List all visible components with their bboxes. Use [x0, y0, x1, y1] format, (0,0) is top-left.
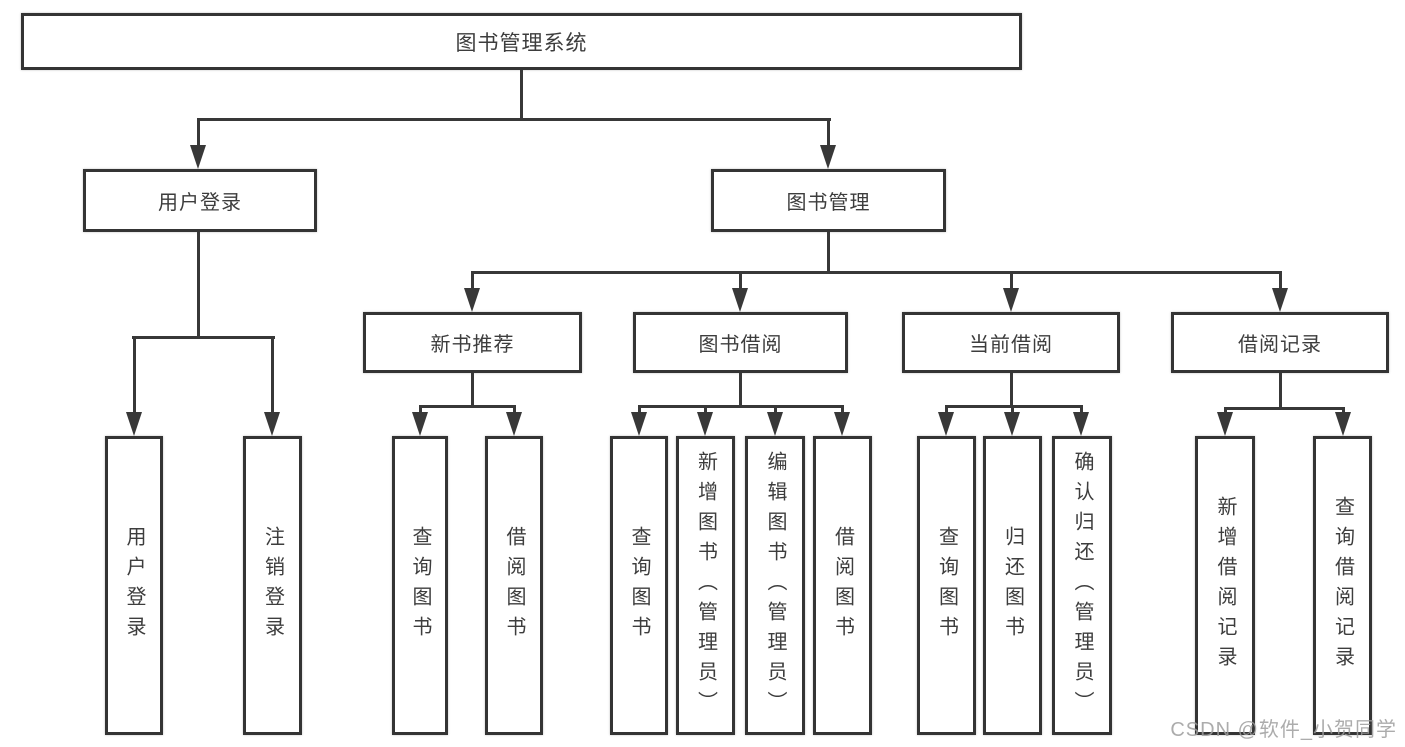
node-borrow-records: 借阅记录: [1171, 312, 1389, 373]
edge-drop-book-borrow: [739, 271, 742, 291]
edge-records-bus: [1224, 407, 1344, 410]
edge-drop-cb-return: [1011, 405, 1014, 415]
node-label: 编辑图书（管理员）: [764, 450, 786, 721]
leaf-borrow-query-book: 查询图书: [610, 436, 668, 735]
node-label: 查询图书: [935, 525, 958, 646]
leaf-user-login: 用户登录: [105, 436, 163, 735]
edge-drop-borrow-records: [1279, 271, 1282, 291]
arrowhead-current-borrow: [1003, 288, 1019, 312]
node-label: 借阅图书: [503, 525, 525, 646]
node-user-login: 用户登录: [83, 169, 317, 232]
arrowhead-cb-query: [938, 412, 954, 436]
edge-drop-book-management: [827, 118, 830, 148]
leaf-logout: 注销登录: [243, 436, 302, 735]
arrowhead-book-management: [820, 145, 836, 169]
node-book-management: 图书管理: [711, 169, 946, 232]
arrowhead-book-borrow: [732, 288, 748, 312]
edge-root-stem: [520, 70, 523, 118]
node-label: 借阅图书: [831, 525, 854, 646]
arrowhead-bb-borrow: [834, 412, 850, 436]
edge-drop-bb-borrow: [841, 405, 844, 415]
edge-userlogin-stem: [197, 232, 200, 336]
node-root-library-system: 图书管理系统: [21, 13, 1022, 70]
leaf-current-query-book: 查询图书: [917, 436, 976, 735]
node-book-borrow: 图书借阅: [633, 312, 848, 373]
edge-bookborrow-bus: [638, 405, 844, 408]
node-label: 确认归还（管理员）: [1071, 450, 1093, 721]
arrowhead-bb-add: [697, 412, 713, 436]
edge-drop-cb-query: [945, 405, 948, 415]
edge-drop-leaf-logout: [271, 336, 274, 414]
edge-level3-bus: [471, 271, 1282, 274]
leaf-query-borrow-record: 查询借阅记录: [1313, 436, 1372, 735]
leaf-newbooks-borrow-book: 借阅图书: [485, 436, 543, 735]
edge-drop-rec-add: [1224, 407, 1227, 415]
node-label: 归还图书: [1001, 525, 1024, 646]
leaf-return-book: 归还图书: [983, 436, 1042, 735]
edge-drop-newbooks-query: [419, 405, 422, 415]
leaf-add-borrow-record: 新增借阅记录: [1195, 436, 1255, 735]
arrowhead-newbooks-query: [412, 412, 428, 436]
node-label: 查询图书: [409, 525, 431, 646]
arrowhead-leaf-login: [126, 412, 142, 436]
csdn-watermark: CSDN @软件_小贺同学: [1170, 719, 1397, 741]
edge-newbooks-bus: [419, 405, 516, 408]
arrowhead-user-login: [190, 145, 206, 169]
arrowhead-rec-add: [1217, 412, 1233, 436]
edge-currentborrow-bus: [945, 405, 1083, 408]
edge-level2-bus: [197, 118, 831, 121]
node-label: 新增图书（管理员）: [694, 450, 717, 721]
edge-drop-user-login: [197, 118, 200, 148]
edge-userlogin-bus: [132, 336, 275, 339]
edge-bookborrow-stem: [739, 373, 742, 405]
edge-drop-current-borrow: [1010, 271, 1013, 291]
edge-drop-bb-query: [638, 405, 641, 415]
edge-drop-rec-query: [1342, 407, 1345, 415]
leaf-borrow-book: 借阅图书: [813, 436, 872, 735]
node-label: 图书管理系统: [455, 31, 588, 55]
arrowhead-newbooks-borrow: [506, 412, 522, 436]
arrowhead-bb-edit: [767, 412, 783, 436]
node-label: 新增借阅记录: [1214, 495, 1236, 676]
node-label: 新书推荐: [430, 334, 515, 356]
leaf-newbooks-query-book: 查询图书: [392, 436, 448, 735]
leaf-confirm-return-admin: 确认归还（管理员）: [1052, 436, 1112, 735]
edge-drop-leaf-login: [133, 336, 136, 414]
node-label: 用户登录: [158, 192, 242, 214]
edge-drop-new-book-recommend: [471, 271, 474, 291]
arrowhead-new-book-recommend: [464, 288, 480, 312]
node-label: 查询图书: [628, 525, 650, 646]
arrowhead-cb-confirm: [1073, 412, 1089, 436]
arrowhead-rec-query: [1335, 412, 1351, 436]
node-label: 当前借阅: [969, 334, 1053, 356]
edge-newbooks-stem: [471, 373, 474, 405]
node-label: 图书管理: [786, 192, 871, 214]
arrowhead-cb-return: [1004, 412, 1020, 436]
edge-bookmgmt-stem: [827, 232, 830, 273]
node-current-borrow: 当前借阅: [902, 312, 1120, 373]
edge-drop-cb-confirm: [1080, 405, 1083, 415]
edge-drop-bb-edit: [774, 405, 777, 415]
node-label: 查询借阅记录: [1331, 495, 1354, 676]
node-label: 用户登录: [123, 525, 145, 646]
arrowhead-leaf-logout: [264, 412, 280, 436]
leaf-edit-book-admin: 编辑图书（管理员）: [745, 436, 805, 735]
edge-records-stem: [1279, 373, 1282, 407]
node-new-book-recommend: 新书推荐: [363, 312, 582, 373]
node-label: 注销登录: [261, 525, 284, 646]
edge-currentborrow-stem: [1010, 373, 1013, 405]
node-label: 借阅记录: [1238, 334, 1322, 356]
edge-drop-newbooks-borrow: [513, 405, 516, 415]
edge-drop-bb-add: [704, 405, 707, 415]
arrowhead-borrow-records: [1272, 288, 1288, 312]
leaf-add-book-admin: 新增图书（管理员）: [676, 436, 735, 735]
arrowhead-bb-query: [631, 412, 647, 436]
node-label: 图书借阅: [698, 334, 783, 356]
